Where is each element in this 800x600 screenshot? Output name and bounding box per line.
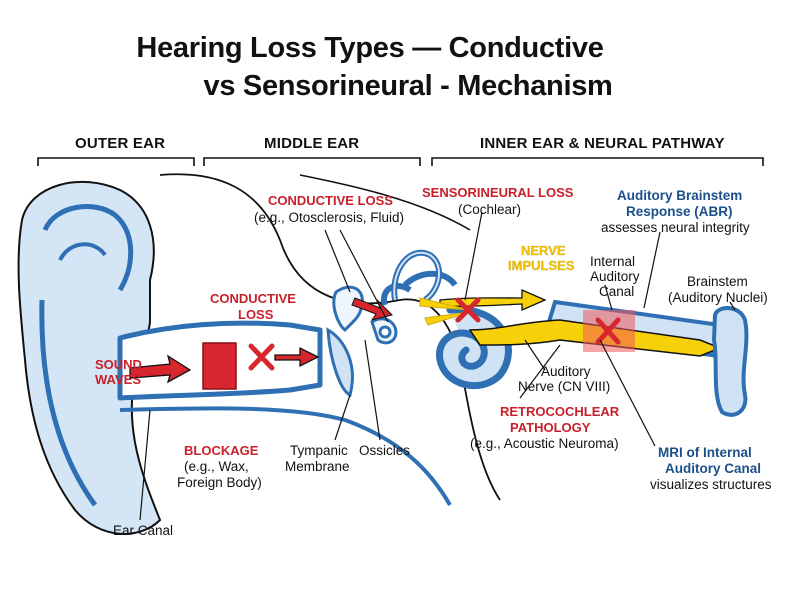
label-tympanic: Tympanic	[290, 443, 348, 458]
ossicles-shape	[332, 285, 398, 345]
label-sensorineural-site: (Cochlear)	[458, 202, 522, 217]
label-waves: WAVES	[95, 372, 141, 387]
label-mri-1: MRI of Internal	[658, 445, 752, 460]
label-sound: SOUND	[95, 357, 142, 372]
outer-ear-bracket	[37, 157, 195, 166]
label-conductive-examples: (e.g., Otosclerosis, Fluid)	[254, 210, 405, 225]
title-line-2: vs Sensorineural - Mechanism	[203, 70, 613, 102]
brainstem-shape	[711, 306, 749, 417]
skull-contour	[299, 174, 471, 231]
leader-lines	[139, 211, 736, 521]
title-line-1: Hearing Loss Types — Conductive	[136, 32, 604, 64]
cochlea-shape	[436, 306, 512, 390]
section-outer-ear: OUTER EAR	[75, 135, 166, 152]
sound-wave-arrows	[129, 346, 320, 384]
label-conductive-loss-mid-2: LOSS	[238, 307, 274, 322]
label-retrocochlear: RETROCOCHLEAR	[500, 404, 620, 419]
blockage-plug	[202, 342, 237, 390]
label-brainstem: Brainstem	[687, 274, 748, 289]
label-blockage: BLOCKAGE	[184, 443, 259, 458]
label-membrane: Membrane	[285, 459, 350, 474]
label-ear-canal: Ear Canal	[113, 523, 174, 538]
middle-ear-bracket	[203, 157, 421, 166]
label-abr-2: Response (ABR)	[626, 204, 733, 219]
label-pathology: PATHOLOGY	[510, 420, 591, 435]
canal-lower-wall	[119, 406, 452, 506]
label-abr-1: Auditory Brainstem	[617, 188, 743, 203]
section-middle-ear: MIDDLE EAR	[264, 135, 360, 152]
pinna	[17, 181, 162, 535]
blocked-x-mark	[248, 343, 275, 371]
label-auditory-nuclei: (Auditory Nuclei)	[668, 290, 768, 305]
neural-x-mark	[595, 317, 621, 345]
label-internal: Internal	[590, 254, 636, 269]
label-impulses: IMPULSES	[508, 258, 575, 273]
label-mri-2: Auditory Canal	[665, 461, 762, 476]
label-blockage-ex-1: (e.g., Wax,	[184, 459, 249, 474]
head-contour	[159, 173, 501, 501]
label-conductive-loss-mid-1: CONDUCTIVE	[210, 291, 296, 306]
inner-ear-bracket	[431, 157, 764, 166]
label-mri-desc: visualizes structures	[650, 477, 772, 492]
tympanic-membrane-shape	[326, 327, 354, 398]
label-abr-desc: assesses neural integrity	[601, 220, 750, 235]
label-nerve: NERVE	[521, 243, 566, 258]
label-ossicles: Ossicles	[359, 443, 411, 458]
label-sensorineural-loss: SENSORINEURAL LOSS	[422, 185, 574, 200]
label-conductive-loss-top: CONDUCTIVE LOSS	[268, 193, 393, 208]
label-auditory-nerve-1: Auditory	[541, 364, 591, 379]
label-auditory-nerve-2: Nerve (CN VIII)	[518, 379, 611, 394]
cochlear-x-mark	[455, 297, 481, 323]
section-inner-ear: INNER EAR & NEURAL PATHWAY	[480, 135, 725, 152]
label-retrocochlear-example: (e.g., Acoustic Neuroma)	[470, 436, 619, 451]
label-blockage-ex-2: Foreign Body)	[177, 475, 262, 490]
label-canal: Canal	[599, 284, 635, 299]
section-brackets	[37, 157, 764, 166]
label-auditory: Auditory	[590, 269, 640, 284]
